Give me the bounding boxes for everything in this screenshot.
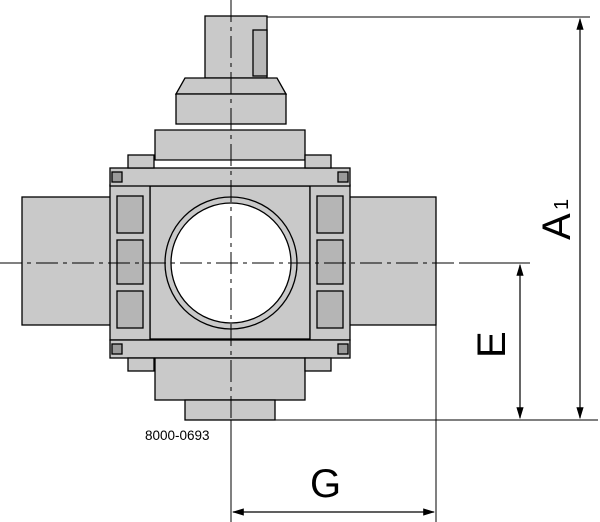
left-pipe [21, 196, 117, 326]
bolt-bottom-left [127, 357, 155, 372]
bolt-bottom-left-2 [111, 343, 123, 355]
dimension-a1-label: A 1 [535, 199, 579, 240]
bottom-band [109, 339, 351, 359]
left-flange-inner-2 [116, 239, 144, 285]
bolt-top-left [127, 154, 155, 169]
valve-body [21, 15, 437, 421]
right-flange-inner-2 [316, 239, 344, 285]
center-lines [0, 0, 470, 420]
left-flange-inner-3 [116, 290, 144, 329]
bolt-bottom-right-2 [337, 343, 349, 355]
bottom-stub [184, 399, 276, 421]
upper-shoulder [154, 129, 306, 161]
bolt-top-left-2 [111, 171, 123, 183]
dimension-a1-subscript: 1 [551, 199, 573, 210]
bolt-top-right-2 [337, 171, 349, 183]
right-flange-inner-3 [316, 290, 344, 329]
dimension-lines [231, 17, 584, 516]
bottom-base [154, 357, 306, 401]
extension-lines [230, 16, 598, 522]
dimension-a1-letter: A [535, 213, 579, 240]
bolt-top-right [304, 154, 332, 169]
drawing-number: 8000-0693 [145, 428, 210, 443]
bolt-bottom-right [304, 357, 332, 372]
right-pipe [345, 196, 437, 326]
actuator-key [252, 29, 268, 77]
top-band [109, 167, 351, 187]
dimension-g-label: G [310, 462, 341, 506]
dimension-e-label: E [470, 331, 514, 358]
right-flange-inner [316, 195, 344, 234]
left-flange-inner [116, 195, 144, 234]
